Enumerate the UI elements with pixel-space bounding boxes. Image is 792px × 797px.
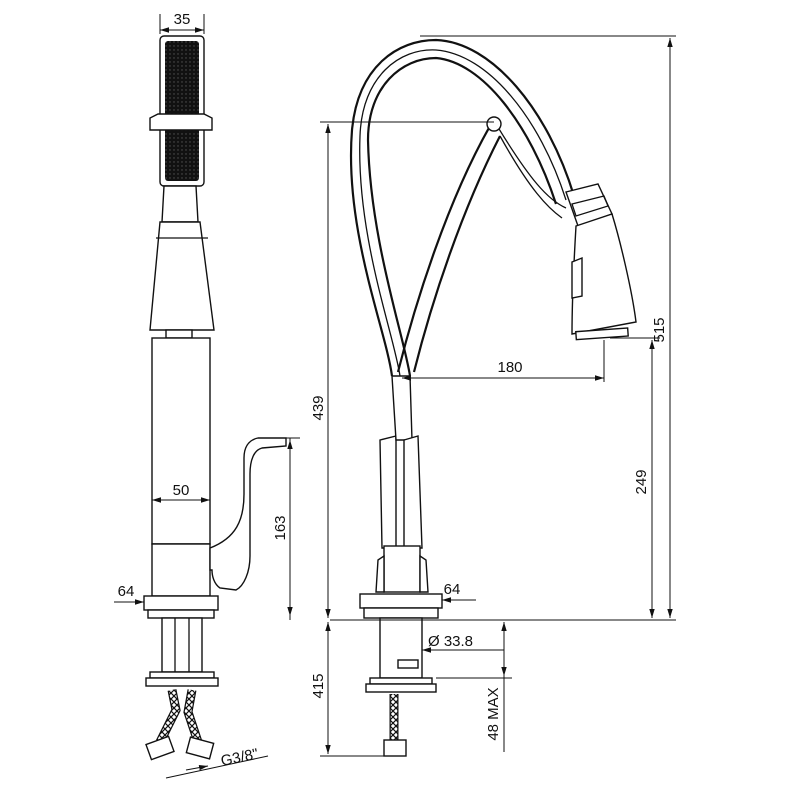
dim-total-height: 515 (651, 317, 668, 342)
handshower-neck (161, 185, 199, 223)
front-view: 515 439 249 180 64 Ø 33.8 48 MAX 415 (310, 35, 676, 757)
hose-nut-left (145, 735, 175, 761)
fixing-washer (149, 671, 215, 679)
dim-handshower-width: 35 (174, 11, 191, 28)
dim-shank-diameter: Ø 33.8 (428, 633, 473, 650)
base-plate (143, 595, 219, 611)
lower-column (383, 545, 421, 593)
shower-outlet (165, 329, 193, 339)
front-shank (379, 617, 423, 679)
pivot-joint (486, 116, 502, 132)
shank-insert (397, 659, 419, 669)
front-nut (365, 683, 437, 693)
dim-spout-reach: 180 (497, 359, 522, 376)
column-right-flare (419, 554, 429, 593)
spray-outlet (575, 327, 629, 341)
dim-deck-thickness: 48 MAX (485, 687, 502, 740)
coupling-ring (571, 195, 609, 217)
column-left-flare (375, 554, 385, 593)
shank (161, 617, 203, 673)
base-flange (147, 609, 215, 619)
front-base-flange (363, 607, 439, 619)
dim-base-width-front: 64 (444, 581, 461, 598)
hose-right (184, 689, 202, 744)
body-right-section (403, 435, 423, 549)
strut-brace-bottom (499, 135, 563, 219)
strut-brace-top (495, 123, 567, 209)
hose-leader-line (165, 755, 269, 779)
front-hose-nut (383, 739, 407, 757)
handshower-body (149, 221, 215, 331)
lever-handle (209, 437, 287, 591)
spout-inner-edge (366, 56, 558, 377)
strut-right-edge (412, 135, 501, 373)
hose-nut-right (185, 736, 215, 760)
dim-base-width-side: 64 (118, 583, 135, 600)
hose-sleeve (391, 375, 413, 441)
spray-button (571, 256, 583, 299)
spout-hose (359, 49, 567, 377)
dim-lever-height: 163 (272, 515, 289, 540)
main-column (151, 337, 211, 545)
dim-outlet-height: 249 (633, 469, 650, 494)
strut-left-edge (396, 125, 491, 373)
hose-thread-arrow (185, 764, 209, 771)
column-base (151, 543, 211, 597)
side-view: 35 50 163 64 G3/8" (114, 11, 300, 779)
fixing-nut (145, 677, 219, 687)
dim-hose-thread: G3/8" (219, 745, 260, 769)
front-base-plate (359, 593, 443, 609)
body-left-section (379, 435, 397, 549)
handshower-grip-texture (165, 41, 199, 181)
shower-clip (149, 113, 213, 131)
dim-body-height: 439 (310, 395, 327, 420)
front-washer (369, 677, 433, 685)
hose-left (157, 689, 180, 744)
dim-body-width: 50 (173, 482, 190, 499)
dim-below-deck: 415 (310, 673, 327, 698)
spout-outer-edge (349, 38, 576, 377)
